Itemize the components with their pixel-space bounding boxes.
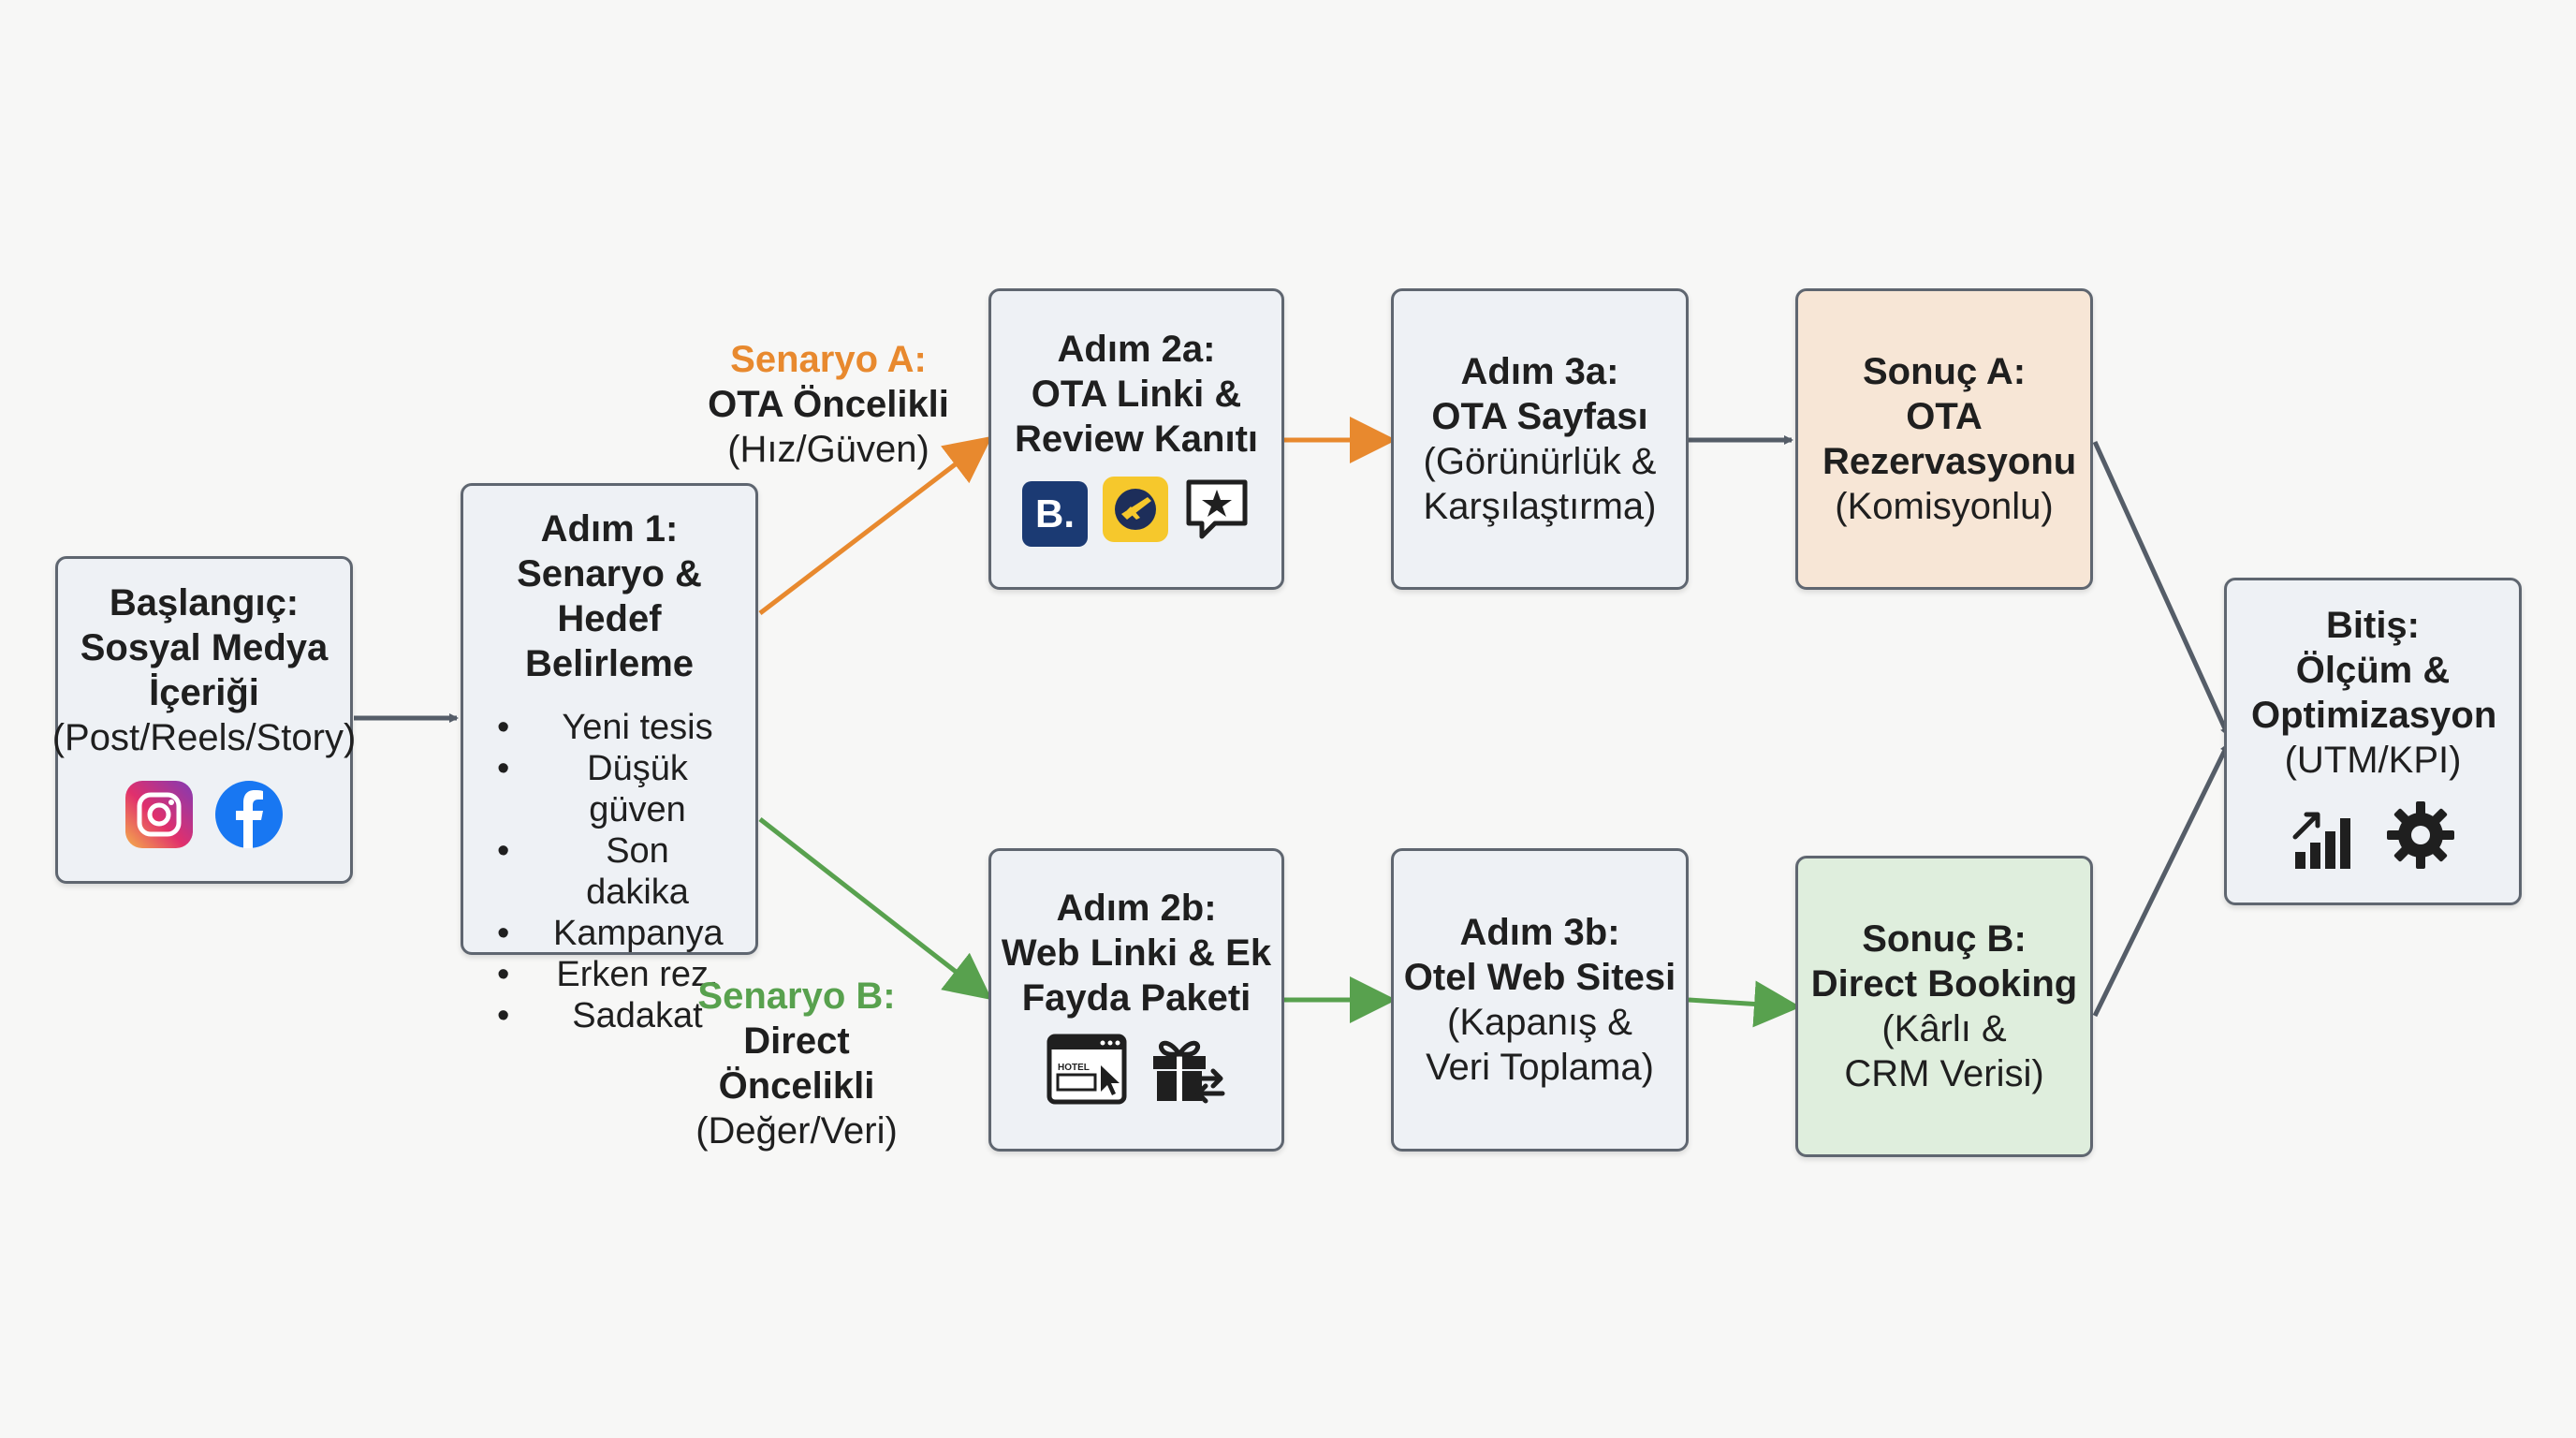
- start-title: Başlangıç:: [109, 581, 300, 624]
- step1-subtitle: Senaryo & Hedef Belirleme: [517, 553, 702, 684]
- end-detail: (UTM/KPI): [2284, 739, 2462, 781]
- result-a-node: Sonuç A: OTA Rezervasyonu (Komisyonlu): [1795, 288, 2093, 590]
- end-node: Bitiş: Ölçüm & Optimizasyon (UTM/KPI): [2224, 578, 2522, 905]
- arrow-step1-to-step2a: [758, 435, 992, 615]
- step2b-node: Adım 2b: Web Linki & Ek Fayda Paketi HOT…: [988, 848, 1284, 1152]
- result-a-subtitle: OTA Rezervasyonu: [1822, 396, 2077, 482]
- step3b-node: Adım 3b: Otel Web Sitesi (Kapanış & Veri…: [1391, 848, 1689, 1152]
- list-item: •Yeni tesis: [497, 708, 713, 747]
- arrow-resulta-to-end: [2092, 440, 2231, 737]
- result-b-node: Sonuç B: Direct Booking (Kârlı & CRM Ver…: [1795, 856, 2093, 1157]
- gift-exchange-icon: [1148, 1034, 1226, 1115]
- step3b-subtitle: Otel Web Sitesi: [1403, 957, 1676, 998]
- growth-chart-icon: [2290, 800, 2364, 881]
- instagram-icon: [124, 779, 195, 860]
- facebook-icon: [213, 779, 285, 860]
- booking-letter: B.: [1035, 491, 1075, 536]
- list-item: •Kampanya: [497, 914, 724, 953]
- end-title: Bitiş:: [2326, 604, 2420, 646]
- scenario-a-detail: (Hız/Güven): [727, 429, 929, 470]
- step2a-title: Adım 2a:: [1057, 328, 1216, 370]
- arrow-resultb-to-end: [2092, 742, 2231, 1018]
- step2b-subtitle: Web Linki & Ek Fayda Paketi: [1001, 932, 1272, 1019]
- scenario-b-detail: (Değer/Veri): [695, 1110, 898, 1152]
- list-item: •Erken rez.: [497, 955, 719, 994]
- hotel-sign-label: HOTEL: [1058, 1063, 1090, 1073]
- end-icons: [2290, 800, 2456, 881]
- step2a-icons: B.: [1022, 476, 1251, 552]
- step1-node: Adım 1: Senaryo & Hedef Belirleme •Yeni …: [461, 483, 758, 1035]
- result-b-detail: (Kârlı & CRM Verisi): [1844, 1008, 2044, 1094]
- step3a-node: Adım 3a: OTA Sayfası (Görünürlük & Karşı…: [1391, 288, 1689, 590]
- result-a-detail: (Komisyonlu): [1835, 486, 2054, 527]
- end-subtitle: Ölçüm & Optimizasyon: [2251, 649, 2497, 736]
- gear-icon: [2385, 800, 2456, 881]
- scenario-b-subtitle: Direct Öncelikli: [718, 1020, 875, 1107]
- step2b-icons: HOTEL: [1046, 1034, 1226, 1115]
- step1-bullet-list: •Yeni tesis •Düşük güven •Son dakika •Ka…: [497, 707, 724, 1036]
- hotel-website-icon: HOTEL: [1046, 1034, 1127, 1115]
- step3a-title: Adım 3a:: [1460, 351, 1619, 392]
- booking-icon: B.: [1022, 481, 1088, 547]
- start-detail: (Post/Reels/Story): [51, 716, 357, 758]
- step3a-detail: (Görünürlük & Karşılaştırma): [1423, 441, 1657, 527]
- arrow-step1-to-step2b: [758, 817, 992, 1001]
- step2a-subtitle: OTA Linki & Review Kanıtı: [1014, 373, 1259, 460]
- result-a-title: Sonuç A:: [1862, 351, 2027, 392]
- scenario-a-title: Senaryo A:: [730, 339, 927, 380]
- step3b-detail: (Kapanış & Veri Toplama): [1426, 1002, 1654, 1088]
- start-node: Başlangıç: Sosyal Medya İçeriği (Post/Re…: [52, 556, 356, 884]
- start-icons: [124, 779, 285, 860]
- list-item: •Düşük güven: [497, 749, 688, 829]
- review-star-icon: [1183, 477, 1251, 552]
- scenario-b-label: Senaryo B: Direct Öncelikli (Değer/Veri): [661, 974, 932, 1153]
- step2a-node: Adım 2a: OTA Linki & Review Kanıtı B.: [988, 288, 1284, 590]
- list-item: •Sadakat: [497, 996, 703, 1035]
- scenario-a-label: Senaryo A: OTA Öncelikli (Hız/Güven): [693, 337, 964, 472]
- step2b-title: Adım 2b:: [1056, 887, 1217, 929]
- scenario-a-subtitle: OTA Öncelikli: [708, 384, 949, 425]
- scenario-b-title: Senaryo B:: [697, 976, 896, 1017]
- result-b-subtitle: Direct Booking: [1810, 963, 2078, 1005]
- arrow-step3b-to-resultb: [1688, 980, 1801, 1028]
- start-subtitle: Sosyal Medya İçeriği: [80, 626, 329, 713]
- step3b-title: Adım 3b:: [1459, 912, 1620, 953]
- expedia-icon: [1103, 476, 1168, 552]
- list-item: •Son dakika: [497, 831, 689, 912]
- step3a-subtitle: OTA Sayfası: [1431, 396, 1648, 437]
- result-b-title: Sonuç B:: [1862, 918, 2027, 960]
- step1-title: Adım 1:: [540, 508, 679, 550]
